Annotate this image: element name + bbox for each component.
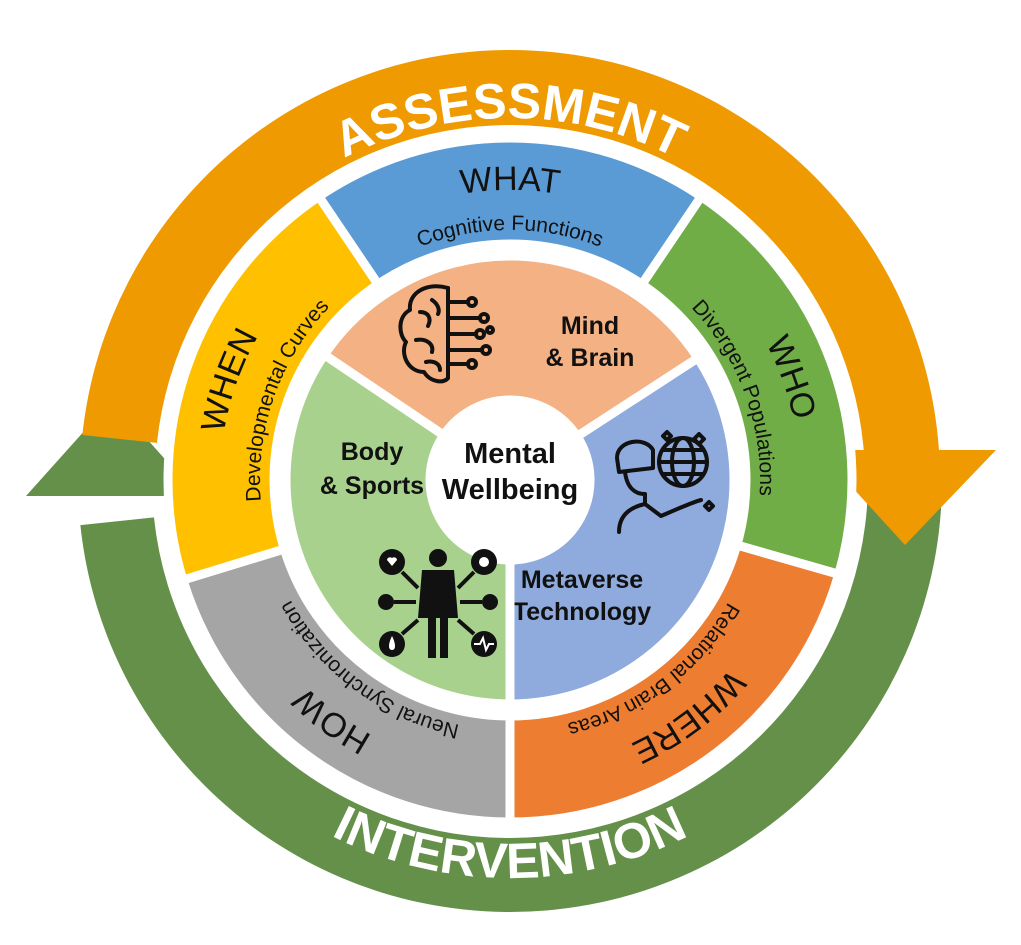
- segment-mind-label-line1: Mind: [561, 312, 619, 340]
- segment-metaverse-label-line1: Metaverse: [521, 566, 643, 594]
- segment-when: [163, 190, 385, 586]
- center-circle: [426, 396, 594, 564]
- intervention-arrow-body: [80, 449, 943, 913]
- vr-headset-globe-icon: [615, 430, 715, 534]
- intervention-arrowhead: [26, 400, 198, 496]
- segment-how: [177, 543, 515, 827]
- assessment-arrowhead: [818, 450, 996, 545]
- segment-mind-label-line2: & Brain: [546, 344, 635, 372]
- brain-circuit-icon: [398, 284, 495, 384]
- segment-where: [505, 539, 845, 827]
- center-label-line1: Mental: [464, 438, 556, 470]
- segment-body-label-line2: & Sports: [320, 472, 424, 500]
- center-label-line2: Wellbeing: [442, 474, 578, 506]
- segment-metaverse-label-line2: Technology: [513, 598, 652, 626]
- assessment-arrow-body: [82, 49, 940, 481]
- person-health-network-icon: [378, 549, 498, 658]
- segment-what-title: WHAT: [458, 160, 563, 202]
- segment-what: [312, 133, 708, 291]
- segment-body-label-line1: Body: [341, 438, 404, 466]
